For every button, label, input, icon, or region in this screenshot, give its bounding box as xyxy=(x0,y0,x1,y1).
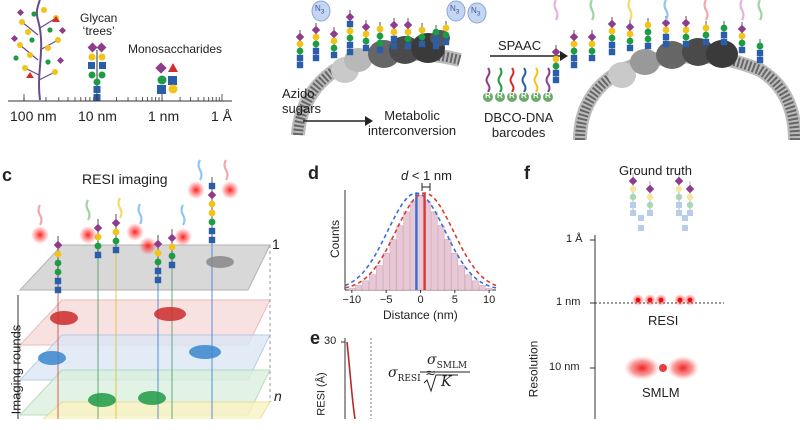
azido-sugars-label: Azido sugars xyxy=(282,86,321,116)
histogram-bar xyxy=(382,252,390,291)
glycan-branches-right xyxy=(551,0,764,84)
histogram-chart xyxy=(344,190,497,293)
barcode-r-label: R xyxy=(533,91,539,100)
monosaccharides-label: Monosaccharides xyxy=(128,42,223,56)
d-xtick: −10 xyxy=(342,294,362,306)
monosaccharides-icon xyxy=(155,62,178,94)
imaging-rounds-label: Imaging rounds xyxy=(8,324,24,415)
glycan-label-line1: Glycan xyxy=(80,11,118,25)
histogram-bar xyxy=(389,239,397,291)
metabolic-line1: Metabolic xyxy=(384,108,440,123)
histogram-bar xyxy=(417,194,424,291)
histogram-bar xyxy=(485,288,493,291)
ground-truth-glycans xyxy=(628,173,695,231)
barcode-r-label: R xyxy=(545,91,551,100)
dbco-dna-barcodes-icon xyxy=(483,67,553,102)
metabolic-arrow xyxy=(303,116,373,126)
scale-tick-10nm: 10 nm xyxy=(78,108,117,124)
vertical-lines xyxy=(17,240,213,419)
barcode-r-label: R xyxy=(509,91,515,100)
d-ylabel: Counts xyxy=(328,219,343,259)
f-tick-10nm: 10 nm xyxy=(549,361,580,373)
histogram-bar xyxy=(430,211,438,291)
histogram-bar xyxy=(396,225,404,291)
azido-n3-mid: N3 xyxy=(450,4,460,16)
figure-canvas xyxy=(8,0,800,419)
glycan-branches-left xyxy=(295,10,450,69)
resi-imaging-title: RESI imaging xyxy=(82,171,168,187)
histogram-bar xyxy=(348,288,356,291)
dbco-line1: DBCO-DNA xyxy=(484,110,554,125)
d-xtick: 5 xyxy=(451,294,458,306)
formula-denominator: K xyxy=(441,374,452,390)
histogram-bar xyxy=(355,285,363,291)
e-ytick: 30 xyxy=(324,335,337,347)
histogram-bar xyxy=(362,280,369,291)
resi-decay-plot xyxy=(341,338,372,419)
histogram-bar xyxy=(403,211,411,291)
formula-sqrt xyxy=(420,371,470,393)
scale-tick-100nm: 100 nm xyxy=(10,108,57,124)
smlm-label: SMLM xyxy=(642,385,680,400)
scale-tick-1nm: 1 nm xyxy=(148,108,180,124)
d-xtick: 0 xyxy=(417,294,424,306)
f-tick-1A: 1 Å xyxy=(566,233,583,245)
e-ylabel: RESI (Å) xyxy=(315,372,328,416)
resi-dots xyxy=(632,294,696,306)
barcode-r-label: R xyxy=(521,91,527,100)
d-xtick: 10 xyxy=(483,294,496,306)
ground-truth-label: Ground truth xyxy=(619,163,692,178)
smlm-blobs xyxy=(624,356,699,380)
glycan-label-line2: ‘trees’ xyxy=(82,24,115,38)
spaac-label: SPAAC xyxy=(498,38,542,53)
distribution-curve xyxy=(344,192,497,289)
scale-axis xyxy=(8,94,232,102)
round-last-label: n xyxy=(274,388,282,404)
barcode-r-label: R xyxy=(485,91,491,100)
histogram-bar xyxy=(437,225,445,291)
histogram-bar xyxy=(369,274,376,291)
panel-f-letter: f xyxy=(524,163,530,183)
distribution-curve xyxy=(344,192,497,289)
d-xlabel: Distance (nm) xyxy=(383,308,458,322)
histogram-bar xyxy=(478,285,486,291)
d-xtick: −5 xyxy=(379,294,393,306)
formula-numerator: σSMLM xyxy=(427,352,468,371)
localization-clouds xyxy=(38,256,234,407)
glycan-trees-label: Glycan ‘trees’ xyxy=(80,12,117,38)
glycan-tree-large-icon xyxy=(10,0,67,101)
imaging-planes xyxy=(18,244,271,419)
f-ylabel: Resolution xyxy=(526,340,541,398)
histogram-bar xyxy=(458,265,466,291)
histogram-bar xyxy=(465,274,472,291)
panel-c-letter: c xyxy=(2,165,13,185)
histogram-bar xyxy=(375,265,383,291)
scale-tick-1A: 1 Å xyxy=(211,108,233,124)
round-first-label: 1 xyxy=(272,236,280,252)
d-annotation: d < 1 nm xyxy=(401,168,452,183)
formula: σRESI ≈ xyxy=(388,365,436,384)
histogram-bar xyxy=(451,252,459,291)
panel-e-letter: e xyxy=(310,328,321,348)
azido-n3-left: N3 xyxy=(315,4,325,16)
dbco-line2: barcodes xyxy=(491,125,546,140)
histogram-bar xyxy=(444,239,452,291)
azido-sugar-icons xyxy=(311,0,487,24)
f-tick-1nm: 1 nm xyxy=(556,296,581,308)
spaac-arrow xyxy=(490,51,568,61)
barcode-r-label: R xyxy=(497,91,503,100)
d-annotation-bracket xyxy=(421,183,431,191)
metabolic-line2: interconversion xyxy=(368,123,457,138)
azido-line1: Azido xyxy=(282,86,315,101)
histogram-bar xyxy=(472,280,479,291)
azido-line2: sugars xyxy=(282,101,322,116)
resi-label: RESI xyxy=(648,313,679,328)
glycan-tree-medium-icon xyxy=(87,42,107,101)
resi-glycans xyxy=(37,159,229,294)
red-glow-dots xyxy=(31,181,239,255)
dbco-label: DBCO-DNA barcodes xyxy=(484,110,553,140)
metabolic-label: Metabolic interconversion xyxy=(368,108,456,138)
panel-d-letter: d xyxy=(308,163,319,183)
azido-n3-right: N3 xyxy=(471,6,481,18)
